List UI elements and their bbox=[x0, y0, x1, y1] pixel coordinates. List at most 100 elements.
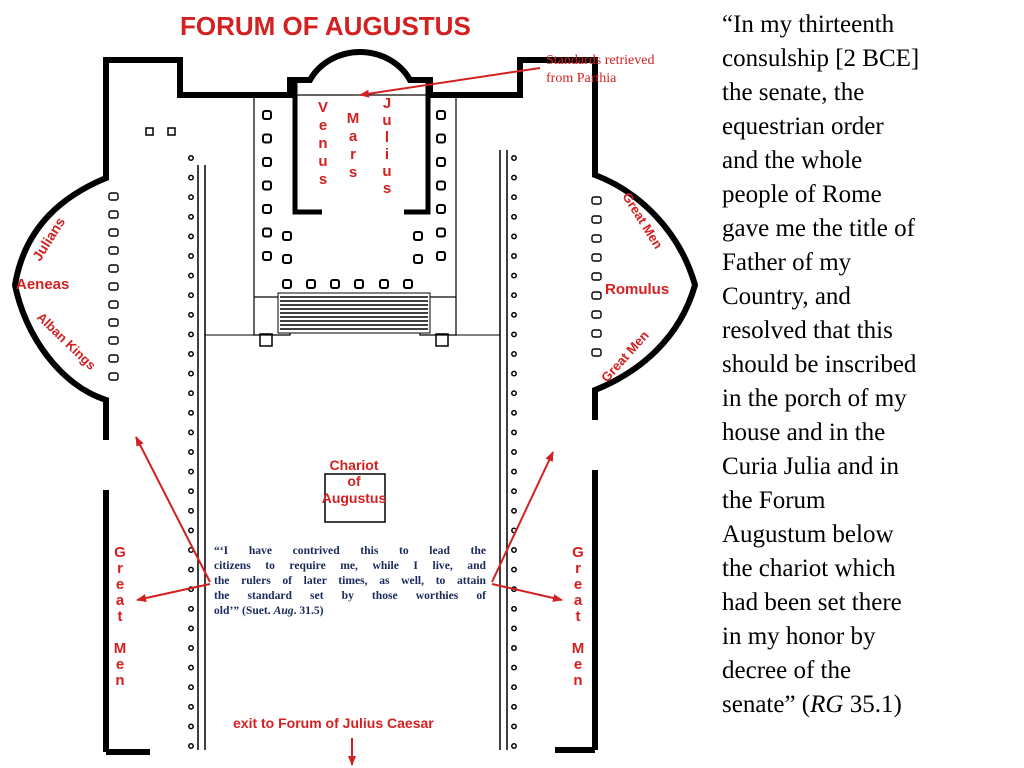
outer-wall bbox=[11, 48, 699, 755]
column bbox=[436, 251, 446, 261]
rg-quote-line: gave me the title of bbox=[722, 215, 915, 242]
rg-quote-line: Father of my bbox=[722, 249, 852, 276]
column bbox=[591, 234, 602, 243]
column bbox=[511, 370, 517, 377]
arrow-right-upper bbox=[491, 451, 554, 583]
column bbox=[108, 264, 119, 273]
column bbox=[511, 272, 517, 279]
column bbox=[511, 703, 517, 710]
column bbox=[108, 336, 119, 345]
column bbox=[511, 743, 517, 749]
rg-source-ref: 35.1) bbox=[843, 691, 902, 718]
column bbox=[108, 372, 119, 381]
column bbox=[188, 527, 194, 534]
suetonius-quote-last-line: old’” (Suet. Aug. 31.5) bbox=[214, 603, 486, 618]
julians-label: Julians bbox=[29, 214, 68, 264]
column bbox=[591, 215, 602, 224]
column bbox=[108, 300, 119, 309]
column bbox=[188, 605, 194, 612]
column bbox=[262, 204, 272, 214]
standards-label-line2: from Parthia bbox=[546, 71, 617, 86]
column bbox=[188, 684, 194, 691]
column bbox=[188, 723, 194, 730]
column bbox=[188, 331, 194, 338]
rg-quote-line: should be inscribed bbox=[722, 351, 917, 378]
rg-quote-line: resolved that this bbox=[722, 317, 893, 344]
column bbox=[511, 547, 517, 553]
column bbox=[188, 409, 194, 416]
column bbox=[108, 210, 119, 219]
column bbox=[188, 351, 194, 357]
column bbox=[188, 429, 194, 436]
column bbox=[188, 664, 194, 671]
column bbox=[511, 723, 517, 730]
chariot-label-line1: Chariot bbox=[330, 457, 379, 473]
column bbox=[511, 194, 517, 201]
column bbox=[262, 157, 272, 167]
column bbox=[188, 253, 194, 259]
aeneas-label: Aeneas bbox=[16, 276, 69, 293]
column bbox=[108, 192, 119, 201]
right-exedra-niches bbox=[591, 196, 602, 357]
rg-quote-line: the senate, the bbox=[722, 79, 865, 106]
column bbox=[188, 194, 194, 201]
arrow-left-upper bbox=[135, 436, 211, 583]
column bbox=[282, 279, 292, 289]
chariot-base bbox=[324, 473, 386, 523]
column bbox=[188, 507, 194, 514]
column bbox=[330, 279, 340, 289]
rg-quote-line: Country, and bbox=[722, 283, 851, 310]
column bbox=[188, 566, 194, 573]
column bbox=[511, 409, 517, 416]
column bbox=[108, 246, 119, 255]
column bbox=[511, 233, 517, 240]
suetonius-quote-line: the standard set by those worthies of bbox=[214, 589, 486, 602]
column bbox=[413, 254, 423, 264]
column bbox=[108, 228, 119, 237]
chariot-label-line3: Augustus bbox=[322, 490, 387, 506]
column bbox=[262, 110, 272, 120]
romulus-label: Romulus bbox=[605, 281, 669, 298]
column bbox=[591, 348, 602, 357]
rg-quote-line: consulship [2 BCE] bbox=[722, 45, 920, 72]
arrow-right-lower bbox=[491, 583, 563, 602]
diagram-title: FORUM OF AUGUSTUS bbox=[180, 11, 471, 41]
column bbox=[188, 390, 194, 397]
column bbox=[511, 684, 517, 691]
rg-quote-line: and the whole bbox=[722, 147, 863, 174]
column bbox=[436, 204, 446, 214]
column bbox=[511, 507, 517, 514]
rg-source-title: RG bbox=[810, 691, 844, 718]
rg-quote-line: people of Rome bbox=[722, 181, 882, 208]
column bbox=[511, 664, 517, 671]
column bbox=[282, 254, 292, 264]
column bbox=[436, 133, 446, 144]
rg-quote-line: equestrian order bbox=[722, 113, 884, 140]
column bbox=[188, 743, 194, 749]
column bbox=[511, 331, 517, 338]
column bbox=[511, 174, 517, 181]
column bbox=[436, 180, 446, 191]
column bbox=[511, 292, 517, 299]
column bbox=[306, 279, 316, 289]
column bbox=[108, 318, 119, 327]
suetonius-quote-text-end: old’” (Suet. bbox=[214, 604, 274, 617]
column bbox=[591, 253, 602, 262]
right-colonnade-columns bbox=[511, 155, 517, 749]
rg-quote-line: decree of the bbox=[722, 657, 852, 684]
column bbox=[413, 231, 423, 241]
suetonius-source-ref: . 31.5) bbox=[293, 604, 324, 617]
column bbox=[511, 566, 517, 573]
column bbox=[511, 645, 517, 651]
column bbox=[511, 311, 517, 318]
column bbox=[188, 625, 194, 632]
chariot-label-line2: of bbox=[347, 473, 361, 489]
column bbox=[188, 645, 194, 651]
rg-quote-line: Curia Julia and in bbox=[722, 453, 900, 480]
column bbox=[511, 390, 517, 397]
column bbox=[511, 429, 517, 436]
colonnade-walls bbox=[197, 150, 508, 750]
column bbox=[262, 180, 272, 191]
